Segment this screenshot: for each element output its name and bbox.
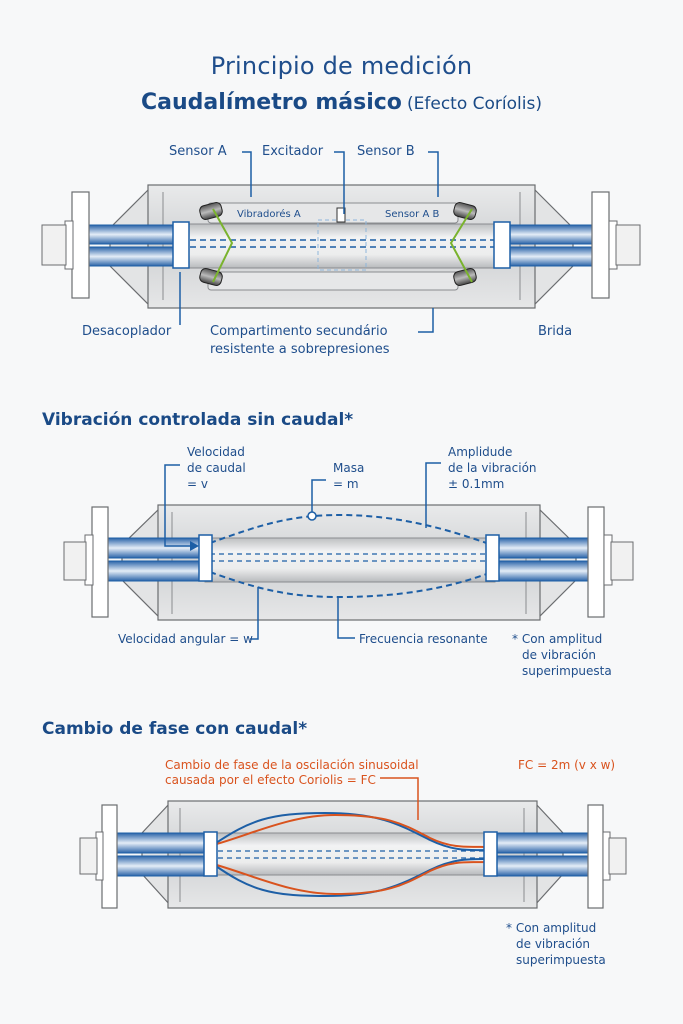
label-amplitud: Amplidude de la vibración ± 0.1mm — [448, 444, 537, 492]
label-brida: Brida — [538, 324, 573, 339]
footnote-section3: * Con amplitud de vibración superimpuest… — [506, 920, 606, 968]
amplitud-line-1: Amplidude — [448, 445, 513, 459]
meter-diagram-2 — [63, 462, 634, 640]
label-frecuencia: Frecuencia resonante — [359, 632, 488, 646]
footnote2-line-2: de vibración — [522, 648, 597, 662]
title-line-2: Caudalímetro másico (Efecto Coríolis) — [0, 90, 683, 115]
section3-heading: Cambio de fase con caudal* — [42, 719, 308, 739]
label-velocidad-angular: Velocidad angular = w — [118, 632, 253, 646]
label-desacoplador: Desacoplador — [82, 324, 172, 339]
meter-diagram-3 — [79, 777, 627, 909]
label-cambio-fase-1: Cambio de fase de la oscilación sinusoid… — [165, 758, 419, 772]
label-vibradores: Vibradorés A — [237, 209, 301, 220]
footnote3-line-2: de vibración — [516, 937, 591, 951]
flow-arrow-icon — [190, 541, 199, 551]
label-formula: FC = 2m (v x w) — [518, 758, 616, 772]
velocidad-line-3: = v — [187, 477, 208, 491]
footnote3-line-3: superimpuesta — [516, 953, 606, 967]
sensor-a-icon — [199, 202, 234, 286]
label-compartimento-1: Compartimento secundário — [210, 324, 388, 339]
wave-phase-shift-bottom — [212, 861, 489, 896]
flange-right — [591, 191, 610, 299]
label-sensor-b: Sensor B — [357, 144, 415, 159]
footnote2-line-1: * Con amplitud — [512, 632, 603, 646]
flange-left — [71, 191, 90, 299]
vibration-envelope — [209, 513, 493, 546]
velocidad-line-2: de caudal — [187, 461, 246, 475]
meter-diagram-1 — [41, 151, 641, 333]
title-suffix: (Efecto Coríolis) — [407, 94, 542, 114]
label-excitador: Excitador — [262, 144, 324, 159]
inlet-pipe — [87, 224, 177, 245]
wave-phase-shift-top — [212, 813, 489, 848]
footnote3-line-1: * Con amplitud — [506, 921, 597, 935]
label-sensor-a: Sensor A — [169, 144, 227, 159]
decoupler-left — [172, 221, 190, 269]
label-sensor-ab: Sensor A B — [385, 209, 440, 220]
title-main: Caudalímetro másico — [141, 90, 402, 115]
amplitud-line-2: de la vibración — [448, 461, 537, 475]
outlet-pipe — [506, 224, 596, 245]
sensor-b-icon — [449, 202, 477, 286]
title-line-1: Principio de medición — [210, 52, 473, 80]
label-masa: Masa = m — [333, 460, 364, 492]
amplitud-line-3: ± 0.1mm — [448, 477, 505, 491]
masa-line-1: Masa — [333, 461, 365, 475]
footnote2-line-3: superimpuesta — [522, 664, 612, 678]
velocidad-line-1: Velocidad — [187, 445, 245, 459]
mass-marker — [307, 511, 317, 521]
label-cambio-fase-2: causada por el efecto Coriolis = FC — [165, 773, 376, 787]
label-velocidad-caudal: Velocidad de caudal = v — [187, 444, 246, 492]
masa-line-2: = m — [333, 477, 359, 491]
label-compartimento-2: resistente a sobrepresiones — [210, 342, 390, 357]
decoupler-right — [493, 221, 511, 269]
exciter — [336, 207, 346, 223]
section2-heading: Vibración controlada sin caudal* — [42, 410, 354, 430]
footnote-section2: * Con amplitud de vibración superimpuest… — [512, 631, 612, 679]
